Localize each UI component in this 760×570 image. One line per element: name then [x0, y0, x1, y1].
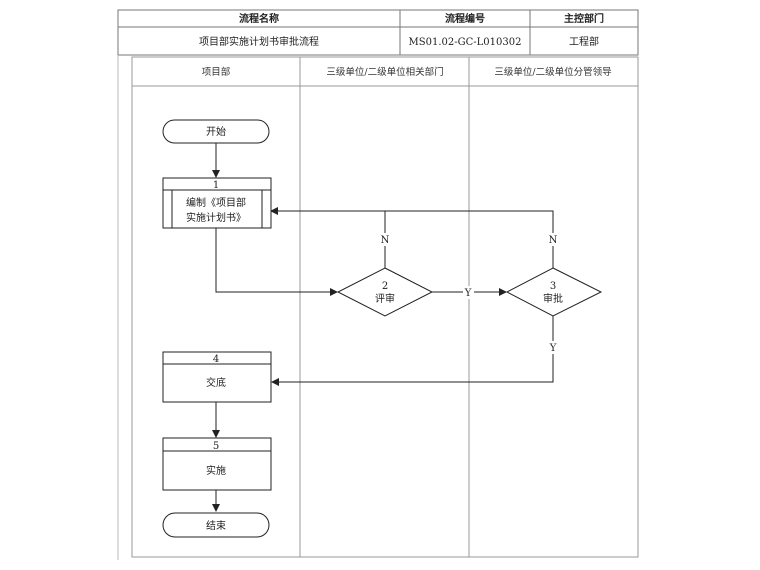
connectors	[212, 143, 554, 512]
header-process-name-title: 流程名称	[239, 12, 279, 25]
step2-yes-label: Y	[464, 288, 472, 299]
lane-header-related-dept: 三级单位/二级单位相关部门	[326, 66, 443, 78]
step4-number: 4	[213, 354, 219, 365]
step2-number: 2	[382, 281, 388, 292]
step3-no-label-bg	[548, 233, 558, 246]
edge-step1-step2	[215, 228, 338, 296]
step3-decision-diamond	[505, 267, 603, 317]
lane-header-project-dept: 项目部	[202, 66, 231, 78]
step2-yes-label-bg	[463, 286, 474, 299]
header-main-dept-title: 主控部门	[564, 12, 604, 25]
step4-label: 交底	[206, 376, 226, 389]
step1-label-line1: 编制《项目部	[186, 196, 246, 209]
header-table	[117, 9, 639, 56]
edge-step3-reject	[270, 207, 554, 268]
process-name-value: 项目部实施计划书审批流程	[199, 35, 319, 48]
step5-number: 5	[213, 441, 219, 452]
end-terminator	[162, 512, 270, 538]
step5-process-box	[162, 437, 272, 491]
step5-label: 实施	[206, 464, 226, 477]
step1-label-line2: 实施计划书》	[186, 211, 246, 224]
swimlane-frame	[117, 55, 639, 560]
step3-yes-label-bg	[548, 341, 558, 354]
step3-no-label: N	[549, 235, 558, 246]
header-process-code-title: 流程编号	[445, 12, 485, 25]
lane-header-leader: 三级单位/二级单位分管领导	[494, 66, 611, 78]
step1-number: 1	[213, 180, 219, 191]
end-label: 结束	[206, 519, 226, 532]
process-code-value: MS01.02-GC-L010302	[409, 37, 522, 48]
step3-number: 3	[550, 281, 556, 292]
step4-process-box	[162, 351, 272, 403]
start-label: 开始	[206, 125, 226, 138]
step3-yes-label: Y	[549, 343, 557, 354]
start-terminator	[162, 119, 270, 144]
step2-no-label: N	[381, 235, 390, 246]
edge-step3-step4	[271, 315, 554, 386]
step2-no-label-bg	[380, 233, 390, 246]
step2-decision-diamond	[336, 267, 434, 317]
step3-label: 审批	[543, 292, 563, 305]
step1-process-box	[162, 177, 272, 229]
step2-label: 评审	[375, 292, 395, 305]
main-dept-value: 工程部	[569, 35, 599, 48]
